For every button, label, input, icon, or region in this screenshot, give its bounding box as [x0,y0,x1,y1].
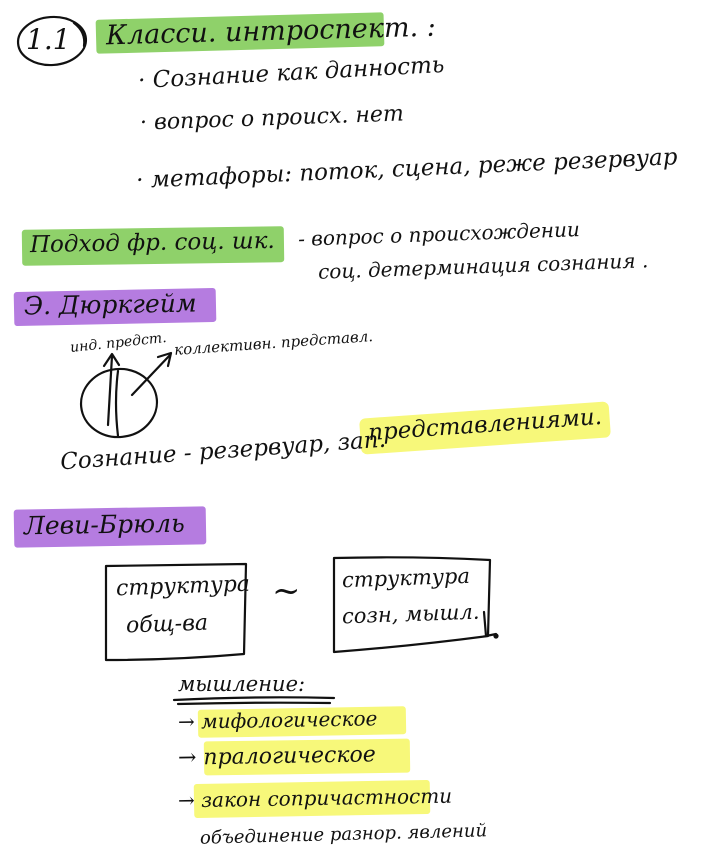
box-left-structure: структура [115,571,251,602]
heading-durkheim: Э. Дюркгейм [23,288,197,321]
label-individual-representations: инд. предст. [69,329,168,357]
box-right-consciousness: созн, мышл. [341,599,480,629]
box-right-dot [493,633,499,639]
item-consciousness-as-given: · Сознание как данность [137,51,445,95]
thinking-prelogical: → пралогическое [177,742,376,771]
consciousness-reservoir-text: Сознание - резервуар, зап. [59,426,387,476]
consciousness-circle [79,367,159,439]
section-number-circle-tail [72,21,86,48]
thinking-underline-2 [176,701,332,706]
label-collective-representations: коллективн. представл. [173,327,374,359]
thinking-mythological: → мифологическое [177,706,378,734]
collective-arrow [130,353,172,397]
section-number: 1.1 [26,23,71,56]
individual-arrow-head [102,352,121,368]
thinking-label: мышление: [178,672,306,696]
thinking-participation-law: → закон сопричастности [177,783,453,813]
box-right-tail [482,610,498,638]
thinking-note-union: объединение разнор. явлений [199,820,488,849]
heading-classic-introspection: Класси. интроспект. : [105,11,437,52]
french-note-origin: - вопрос о происхождении [297,217,581,251]
box-left-society: общ-ва [125,610,209,639]
french-note-determination: соц. детерминация сознания . [317,248,649,284]
heading-french-school: Подход фр. соц. шк. [29,227,275,259]
item-origin-question: · вопрос о происх. нет [139,101,405,136]
item-metaphors: · метафоры: поток, сцена, реже резервуар [135,144,678,194]
consciousness-circle-split [114,369,120,438]
heading-levy-bruhl: Леви-Брюль [23,508,185,541]
individual-arrow [106,354,114,427]
tilde-equivalence: ~ [272,571,301,611]
box-right-structure: структура [341,563,471,593]
thinking-underline [172,696,336,702]
collective-arrow-head [156,351,173,368]
